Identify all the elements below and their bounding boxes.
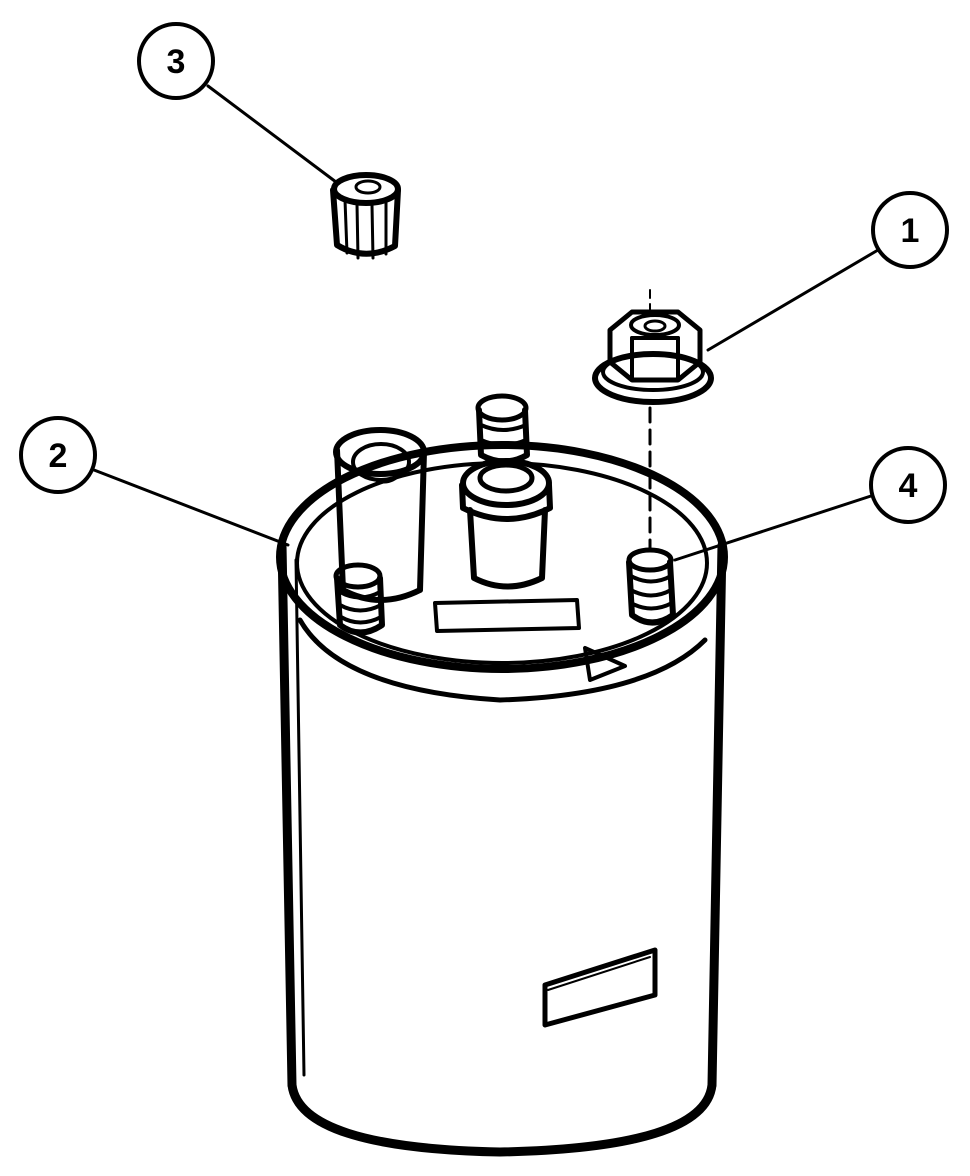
center-flanged-terminal	[459, 458, 553, 590]
svg-text:2: 2	[49, 437, 68, 475]
callout-2: 2	[19, 416, 97, 494]
svg-text:1: 1	[901, 212, 920, 250]
rear-threaded-stud	[475, 393, 530, 465]
callout-1: 1	[871, 191, 949, 269]
svg-text:3: 3	[167, 43, 186, 81]
leader-line-1	[706, 248, 880, 352]
svg-text:4: 4	[899, 467, 918, 505]
callout-3: 3	[137, 22, 215, 100]
callout-4: 4	[869, 446, 947, 524]
right-threaded-stud	[626, 547, 676, 626]
terminal-cap	[330, 172, 401, 260]
left-threaded-stud	[333, 562, 385, 636]
leader-line-4	[673, 493, 876, 562]
capacitor-housing	[276, 441, 728, 1157]
leader-line-2	[92, 468, 290, 547]
flange-nut	[592, 309, 714, 405]
leader-line-3	[206, 84, 338, 184]
